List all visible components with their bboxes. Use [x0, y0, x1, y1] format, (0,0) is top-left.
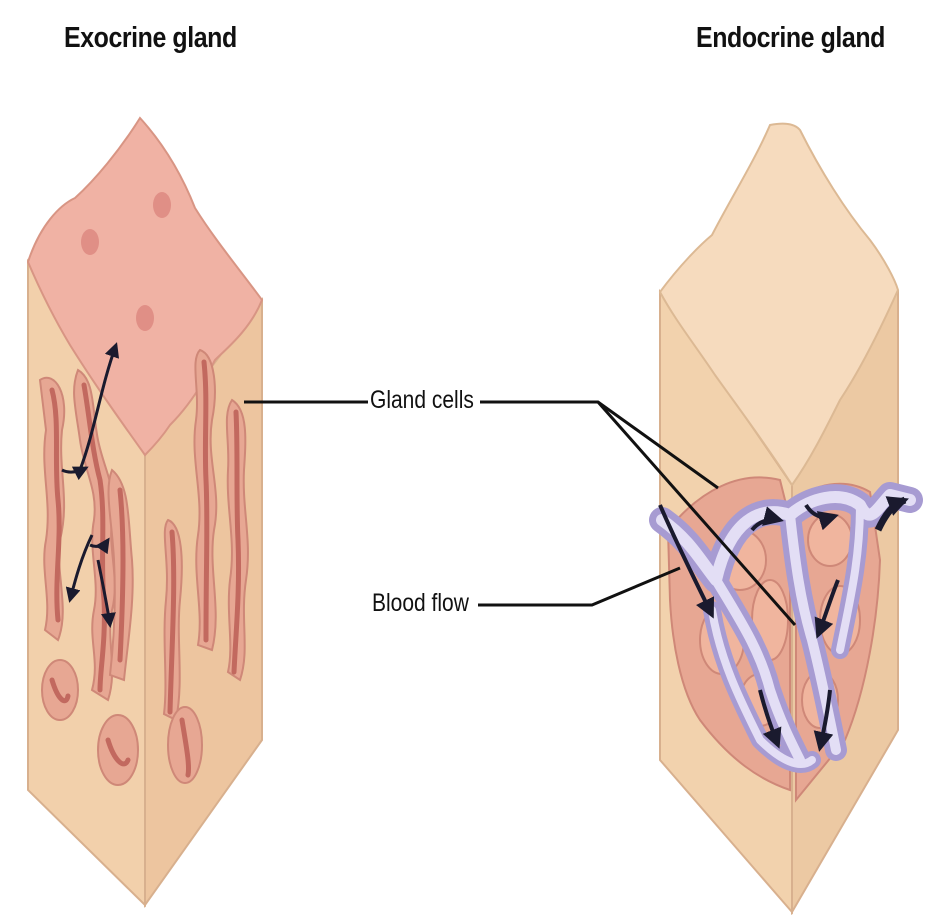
- surface-pore: [153, 192, 171, 218]
- exocrine-gland-block: [28, 118, 262, 905]
- gland-cells-label: Gland cells: [370, 386, 474, 415]
- surface-pore: [81, 229, 99, 255]
- exocrine-gland-title: Exocrine gland: [64, 22, 237, 55]
- endocrine-gland-title: Endocrine gland: [696, 22, 885, 55]
- surface-pore: [136, 305, 154, 331]
- blood-flow-leader: [478, 568, 680, 605]
- endocrine-gland-block: [660, 124, 910, 912]
- blood-flow-label: Blood flow: [372, 589, 469, 618]
